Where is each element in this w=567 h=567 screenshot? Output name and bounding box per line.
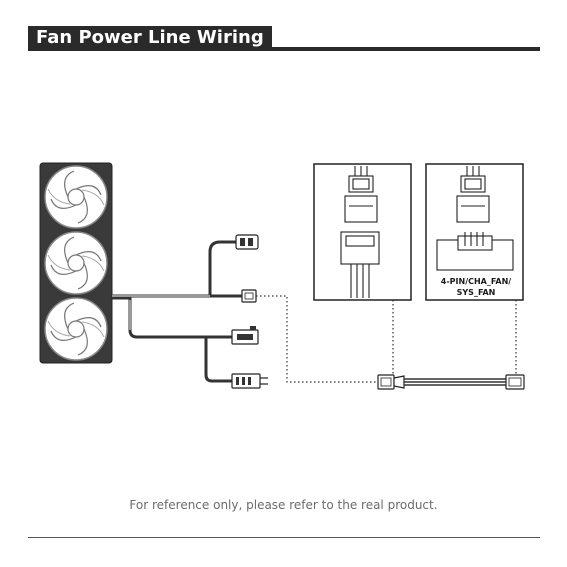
inset-motherboard-header: 4-PIN/CHA_FAN/ SYS_FAN (426, 164, 523, 300)
header-label-line1: 4-PIN/CHA_FAN/ (441, 277, 512, 286)
inset-connector-mating (314, 164, 411, 300)
triple-fan-unit (40, 163, 112, 363)
fan-bottom (45, 298, 107, 360)
fan-cables (112, 242, 242, 381)
fan-extension-cable (378, 375, 524, 389)
argb-connector-female (232, 326, 258, 344)
fan-4pin-plug (242, 290, 256, 302)
dotted-guide-lines (256, 296, 516, 382)
fan-middle (45, 232, 107, 294)
header-label-line2: SYS_FAN (457, 288, 496, 297)
argb-connector-male (232, 374, 268, 388)
disclaimer-note: For reference only, please refer to the … (0, 498, 567, 512)
fan-top (45, 166, 107, 228)
argb-connector-top (236, 235, 258, 249)
bottom-divider (28, 537, 540, 538)
